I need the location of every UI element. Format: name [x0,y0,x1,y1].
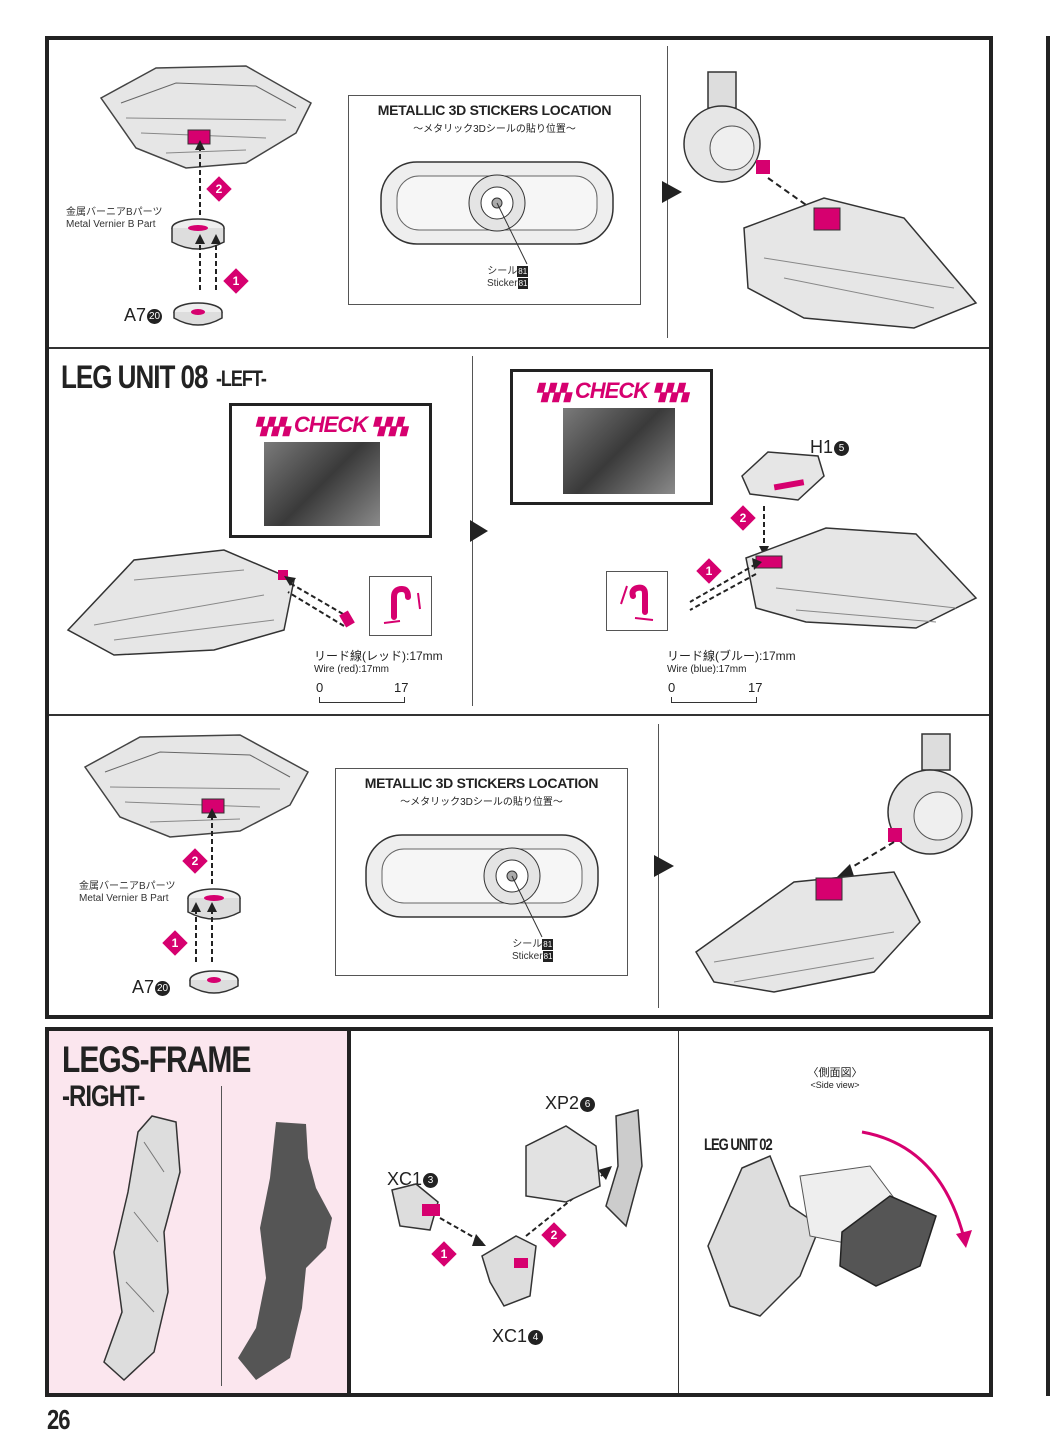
next-arrow-1 [662,181,682,203]
scale-ruler-blue: 0 17 [668,680,762,704]
page-number: 26 [47,1404,71,1436]
housing-illustration-2 [83,734,310,838]
section-title-leg-unit-08: LEG UNIT 08 -LEFT- [61,358,267,396]
leg-assembly-illustration-2 [695,733,973,993]
check-banner-right: ▚▚▚ CHECK ▚▚▚ [535,378,688,403]
a7-part-2 [189,970,239,994]
check-photo-left [264,442,380,526]
step-badge-1-legs: 1 [431,1241,457,1267]
sticker-part-illustration-1 [380,161,614,265]
check-box-left: ▚▚▚ CHECK ▚▚▚ [229,403,432,538]
housing-illustration-1 [99,65,312,169]
h1-part-illustration [741,451,825,501]
section-divider-1 [49,347,989,349]
step-badge-1: 1 [223,268,249,294]
next-arrow-2 [470,520,488,542]
frame-edge-decoration [978,36,993,146]
side-view-illustration [707,1130,972,1317]
vernier-label-2: 金属バーニアBパーツ Metal Vernier B Part [79,881,176,904]
dashed-arrows-2 [191,808,217,962]
vernier-label-1: 金属バーニアBパーツ Metal Vernier B Part [66,207,163,230]
scale-ruler-red: 0 17 [316,680,408,704]
sticker-label-2: シール81 Sticker81 [512,939,554,963]
side-view-label: 〈側面図〉 <Side view> [807,1067,863,1090]
check-banner-left: ▚▚▚ CHECK ▚▚▚ [254,412,407,437]
section-divider-2 [49,714,989,716]
legs-frame-divider [678,1031,679,1393]
wire-red-label: リード線(レッド):17mm Wire (red):17mm [314,649,443,675]
step-badge-2: 2 [206,176,232,202]
wire-red-arrow [284,576,355,628]
sticker-part-illustration-2 [365,834,599,938]
leg-unit-illustration-left [66,549,295,656]
next-arrow-3 [654,855,674,877]
sticker-location-box-1: METALLIC 3D STICKERS LOCATION 〜メタリック3Dシー… [348,95,641,305]
leg-assembly-illustration-1 [683,71,978,329]
wire-blue-bend-icon [620,584,654,621]
check-box-right: ▚▚▚ CHECK ▚▚▚ [510,369,713,505]
sticker-location-box-2: METALLIC 3D STICKERS LOCATION 〜メタリック3Dシー… [335,768,628,976]
wire-blue-detail-box [606,571,668,631]
step-badge-2-legs: 2 [541,1222,567,1248]
leg-unit-02-label: LEG UNIT 02 [704,1135,773,1154]
dashed-arrows-1 [195,140,221,290]
leg-frame-illustration [103,1115,181,1382]
sticker-label-1: シール81 Sticker81 [487,266,529,290]
wire-blue-label: リード線(ブルー):17mm Wire (blue):17mm [667,649,796,675]
wire-red-bend-icon [383,585,421,624]
legs-frame-panel-inner-divider [221,1086,222,1386]
a7-part-1 [173,302,223,326]
leg-silhouette [238,1122,332,1380]
legs-frame-panel-border [347,1031,351,1393]
wire-red-detail-box [369,576,432,636]
step-badge-2-s3: 2 [182,848,208,874]
legs-frame-assembly-illustration [391,1109,643,1307]
step-badge-1-s3: 1 [162,930,188,956]
leg-unit-illustration-right [689,506,978,629]
check-photo-right [563,408,675,494]
right-page-edge [1046,36,1052,1396]
legs-frame-title: LEGS-FRAME -RIGHT- [62,1039,251,1114]
